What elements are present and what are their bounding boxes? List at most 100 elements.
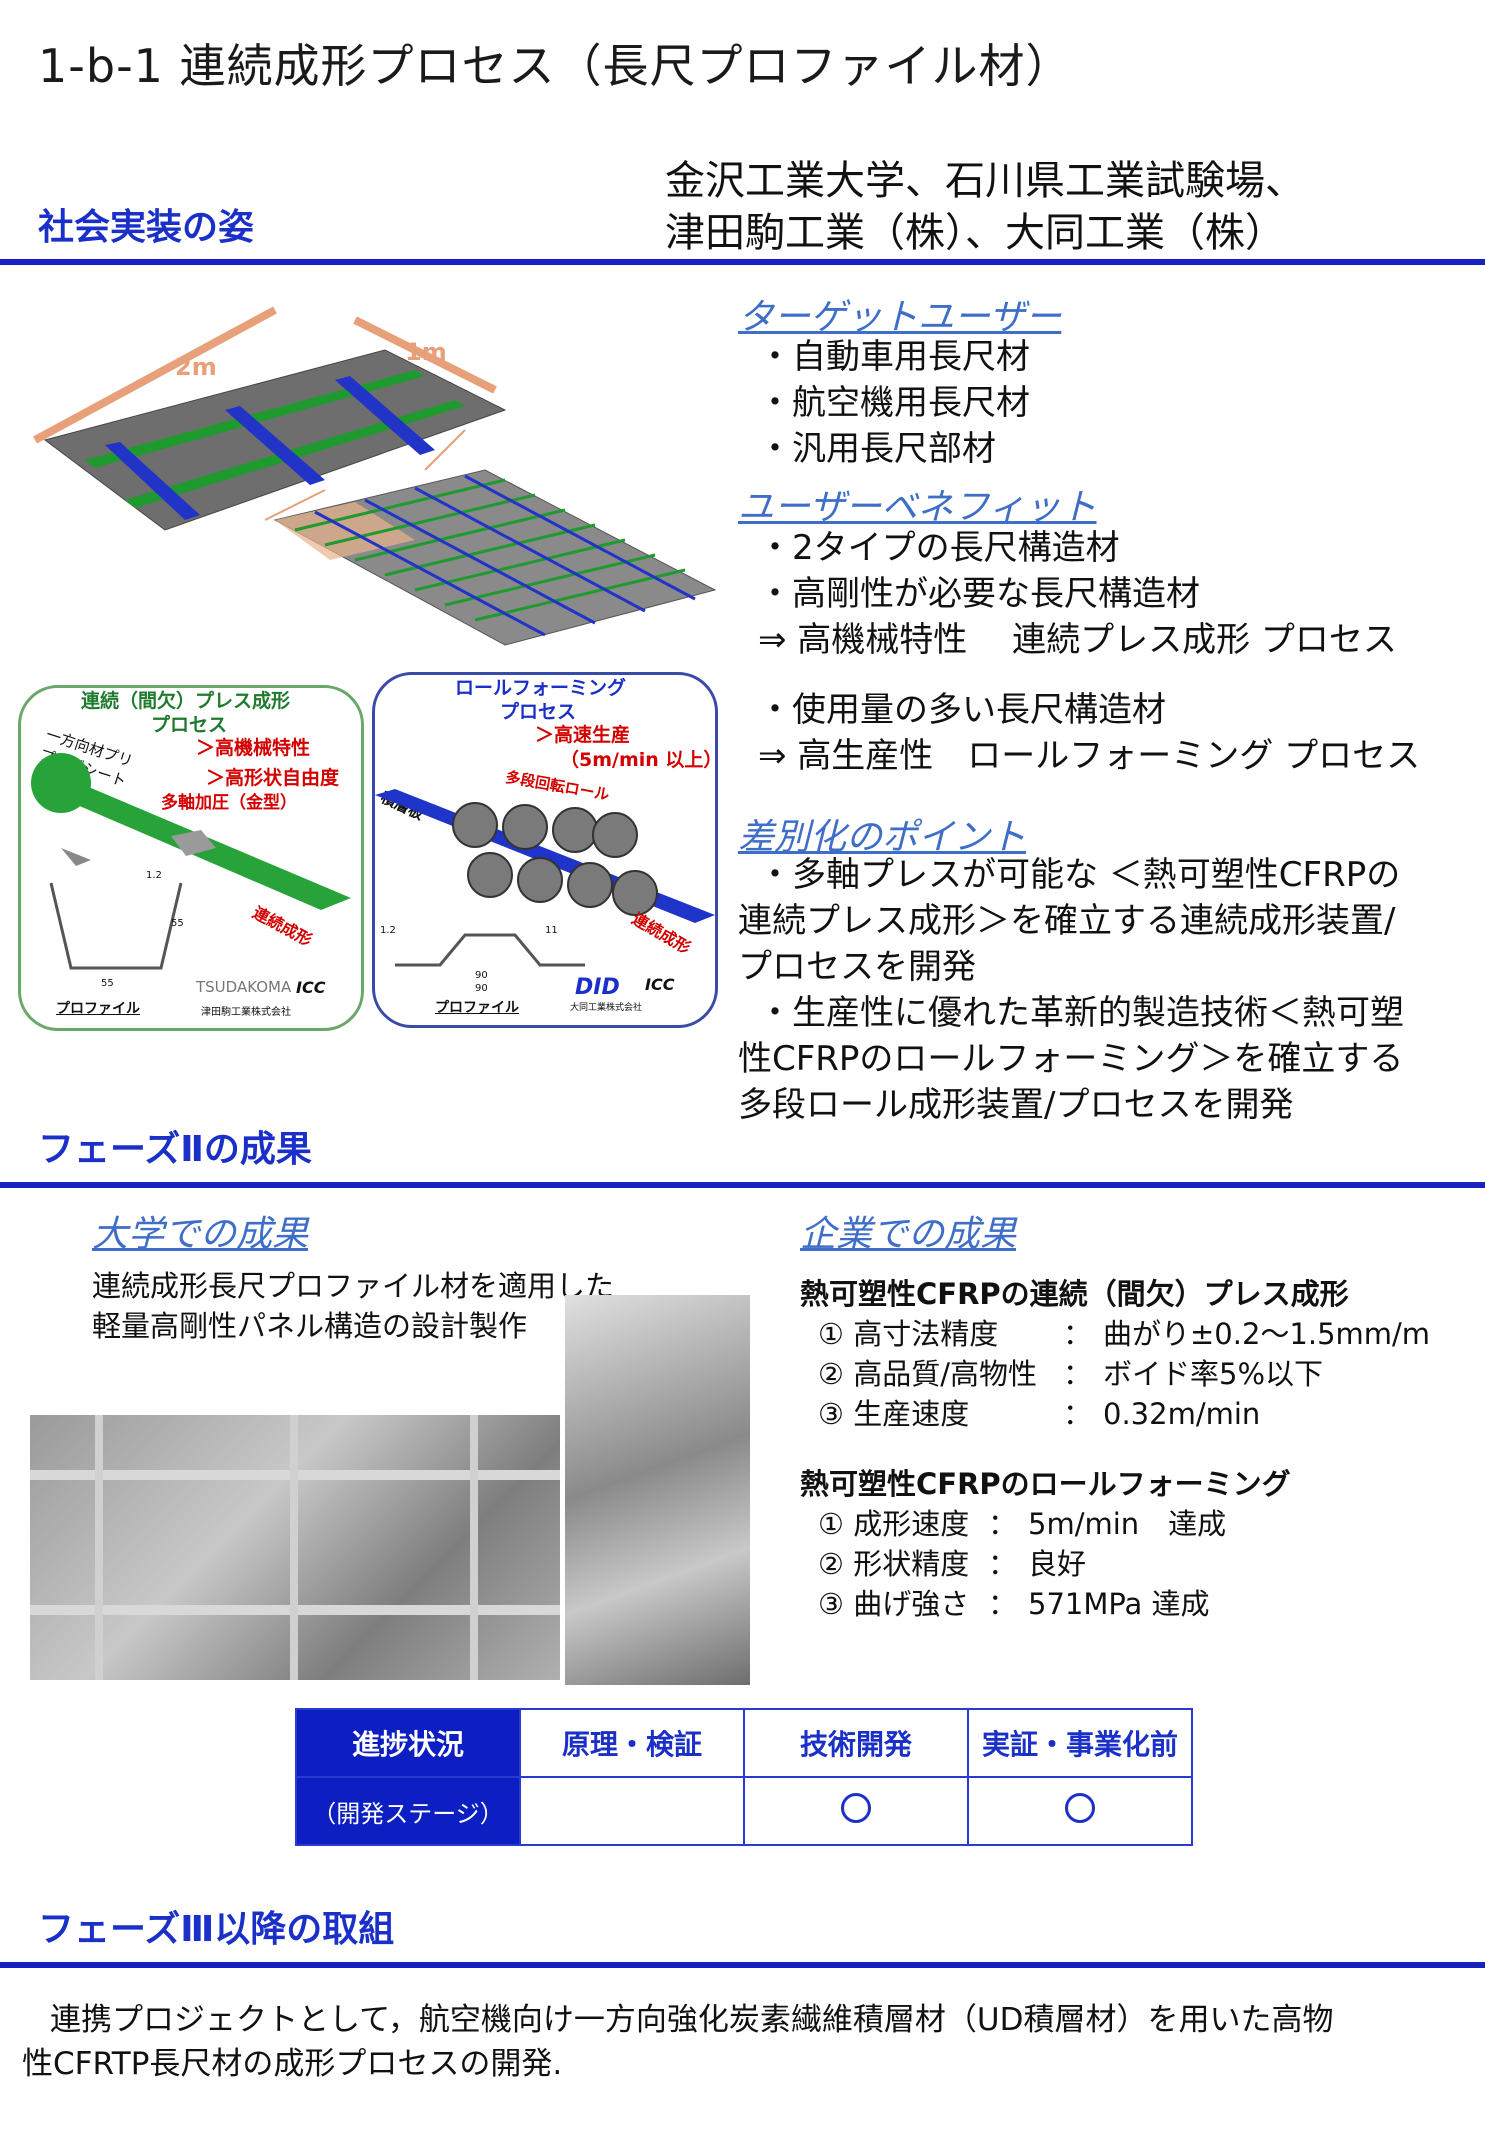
phase3-line: 連携プロジェクトとして，航空機向け一方向強化炭素繊維積層材（UD積層材）を用いた…: [50, 2002, 1334, 2038]
dimension-arrow-1m: [353, 316, 497, 394]
press-result-row: ③ 生産速度 ： 0.32m/min: [818, 1394, 1430, 1434]
section-divider-2: [0, 1182, 1485, 1188]
stage-column-tech-dev: 技術開発: [743, 1708, 969, 1778]
icc-logo-2: ICC: [645, 975, 675, 994]
press-result-value: 曲がり±0.2～1.5mm/m: [1103, 1317, 1431, 1351]
roll-wheel: [592, 812, 638, 858]
roll-wheel: [612, 870, 658, 916]
stage-table-head-stage: （開発ステージ）: [295, 1776, 521, 1846]
stage-table-mark-row: （開発ステージ）: [295, 1776, 1193, 1846]
differentiation-line: プロセスを開発: [738, 947, 976, 987]
did-logo: DID: [575, 975, 620, 1000]
roll-feature-2: （5m/min 以上）: [560, 749, 723, 771]
roll-wheel: [517, 857, 563, 903]
press-result-value: ボイド率5%以下: [1103, 1357, 1324, 1391]
stage-table-head-progress: 進捗状況: [295, 1708, 521, 1778]
roll-sheet: [375, 789, 715, 923]
differentiation-line: 連続プレス成形＞を確立する連続成形装置/: [738, 901, 1396, 941]
dimension-arrow-2m: [33, 306, 277, 444]
roll-forming-figure: ロールフォーミング プロセス ＞高速生産 （5m/min 以上） 多段回転ロール…: [372, 672, 722, 1028]
differentiation-text: ・多軸プレスが可能な ＜熱可塑性CFRPの 連続プレス成形＞を確立する連続成形装…: [738, 852, 1404, 1128]
press-process-figure: 連続（間欠）プレス成形 プロセス 一方向材プリプレグシート ＞高機械特性 ＞高形…: [18, 685, 364, 1031]
roll-drawing: [375, 789, 715, 923]
roll-result-value: 571MPa 達成: [1028, 1587, 1210, 1621]
tsudakoma-logo: TSUDAKOMA: [196, 978, 292, 996]
daido-company-name: 大同工業株式会社: [570, 1003, 643, 1013]
profile-closeup-photo: [565, 1295, 750, 1685]
panel-green-bar: [85, 370, 425, 468]
panel-grid-blue-lines: [314, 474, 696, 637]
press-title-line-2: プロセス: [151, 714, 228, 736]
differentiation-heading: 差別化のポイント: [738, 817, 1027, 858]
press-sheet-drawing: [61, 788, 351, 910]
press-result-sep: ：: [1063, 1357, 1093, 1391]
press-feature-1: ＞高機械特性: [196, 737, 311, 759]
organizations-line-2: 津田駒工業（株）、大同工業（株）: [665, 210, 1285, 256]
panel-diagram-figure: 2m 1m: [33, 306, 717, 646]
panel-blue-bar: [335, 376, 435, 455]
roll-dim-b: 11: [545, 925, 558, 936]
target-users-heading: ターゲットユーザー: [738, 297, 1062, 338]
roll-result-sep: ：: [988, 1547, 1018, 1581]
panel-blue-bar: [225, 406, 325, 485]
user-benefit-line: ・2タイプの長尺構造材: [758, 528, 1120, 568]
roll-title-line-1: ロールフォーミング: [455, 677, 627, 699]
roll-wheel: [467, 852, 513, 898]
section-divider-1: [0, 259, 1485, 265]
roll-result-sep: ：: [988, 1507, 1018, 1541]
panel-photo-rib: [290, 1415, 298, 1680]
page-title: 1-b-1 連続成形プロセス（長尺プロファイル材）: [38, 39, 1073, 93]
press-profile-label: プロファイル: [56, 1001, 140, 1017]
press-pressure-label: 多軸加圧（金型）: [161, 793, 297, 813]
press-arrow: [61, 848, 91, 866]
stage-circle-mark: [1065, 1792, 1095, 1823]
roll-feature-1: ＞高速生産: [535, 724, 631, 746]
zoom-line: [424, 429, 466, 471]
stage-circle-mark: [841, 1792, 871, 1823]
roll-result-label: ③ 曲げ強さ: [818, 1587, 970, 1621]
icc-logo: ICC: [296, 978, 326, 997]
user-benefit-list: ・2タイプの長尺構造材 ・高剛性が必要な長尺構造材 ⇒ 高機械特性 連続プレス成…: [758, 525, 1420, 779]
tsudakoma-company-name: 津田駒工業株式会社: [201, 1007, 291, 1018]
differentiation-line: 性CFRPのロールフォーミング＞を確立する: [738, 1039, 1404, 1079]
panel-photo-rib: [95, 1415, 103, 1680]
press-results-title: 熱可塑性CFRPの連続（間欠）プレス成形: [800, 1277, 1349, 1311]
stage-column-principle: 原理・検証: [519, 1708, 745, 1778]
phase3-text: 連携プロジェクトとして，航空機向け一方向強化炭素繊維積層材（UD積層材）を用いた…: [22, 1998, 1333, 2086]
phase3-line: 性CFRTP長尺材の成形プロセスの開発.: [22, 2046, 563, 2082]
press-profile-drawing: [49, 882, 183, 970]
panel-photo: [30, 1415, 560, 1680]
press-feature-2: ＞高形状自由度: [206, 767, 340, 789]
press-dim-c: 55: [101, 978, 114, 989]
section-heading-phase2: フェーズⅡの成果: [38, 1129, 312, 1170]
press-result-label: ① 高寸法精度: [818, 1317, 999, 1351]
zoom-line: [264, 489, 326, 521]
roll-dim-c: 90: [475, 970, 488, 981]
dimension-label-1m: 1m: [405, 338, 447, 366]
press-result-label: ③ 生産速度: [818, 1397, 970, 1431]
press-result-sep: ：: [1063, 1317, 1093, 1351]
panel-blue-bar: [105, 442, 200, 520]
press-result-value: 0.32m/min: [1103, 1397, 1261, 1431]
roll-results-title: 熱可塑性CFRPのロールフォーミング: [800, 1467, 1291, 1501]
roll-profile-label: プロファイル: [435, 1000, 519, 1016]
development-stage-table: 進捗状況 原理・検証 技術開発 実証・事業化前 （開発ステージ）: [295, 1708, 1193, 1846]
dimension-label-2m: 2m: [175, 353, 217, 381]
roll-result-label: ① 成形速度: [818, 1507, 970, 1541]
press-result-sep: ：: [1063, 1397, 1093, 1431]
roll-result-label: ② 形状精度: [818, 1547, 970, 1581]
differentiation-line: ・多軸プレスが可能な ＜熱可塑性CFRPの: [758, 855, 1401, 895]
stage-mark-tech-dev: [743, 1776, 969, 1846]
user-benefit-line: ⇒ 高機械特性 連続プレス成形 プロセス: [758, 620, 1397, 660]
university-results-text: 連続成形長尺プロファイル材を適用した 軽量高剛性パネル構造の設計製作: [92, 1266, 614, 1346]
roll-result-row: ① 成形速度：5m/min 達成: [818, 1504, 1226, 1544]
target-user-item: ・航空機用長尺材: [758, 383, 1030, 423]
university-results-heading: 大学での成果: [92, 1214, 309, 1255]
user-benefit-line: ・高剛性が必要な長尺構造材: [758, 574, 1200, 614]
stage-mark-demo: [967, 1776, 1193, 1846]
panel-detail-sheet: [273, 469, 717, 646]
university-results-line: 軽量高剛性パネル構造の設計製作: [92, 1309, 528, 1343]
stage-column-demo: 実証・事業化前: [967, 1708, 1193, 1778]
roll-wheel: [502, 804, 548, 850]
organizations-line-1: 金沢工業大学、石川県工業試験場、: [665, 158, 1305, 204]
